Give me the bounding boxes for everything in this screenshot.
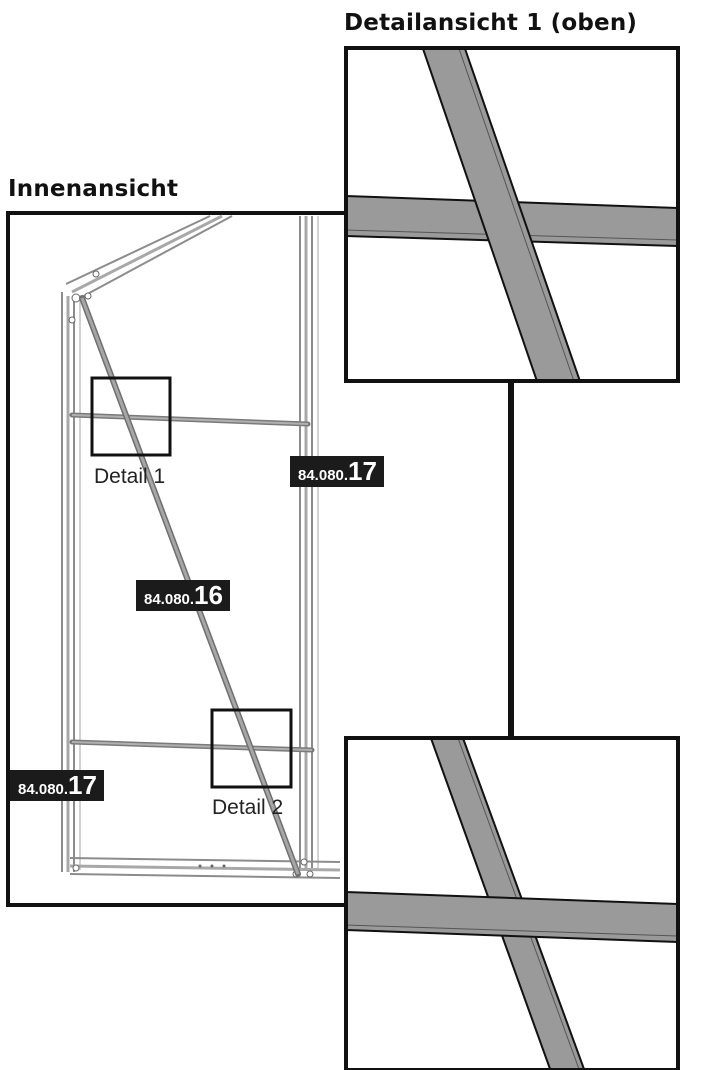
part-number-suffix: 16 [194,580,223,610]
part-number-suffix: 17 [348,456,377,486]
part-label-84-080-17-right: 84.080.17 [290,456,384,487]
part-number-prefix: 84.080. [298,467,349,484]
part-label-84-080-17-left: 84.080.17 [10,770,104,801]
detail-panel-1 [344,46,680,383]
part-label-84-080-16: 84.080.16 [136,580,230,611]
interior-view-title: Innenansicht [8,176,179,202]
part-number-prefix: 84.080. [144,591,195,608]
detail-view-1-title: Detailansicht 1 (oben) [344,10,638,36]
detail-1-caption: Detail 1 [94,465,166,488]
detail-2-caption: Detail 2 [212,796,284,819]
horizontal-rails [69,412,315,753]
detail-2-marker [210,708,293,789]
detail-panel-2 [344,736,680,1070]
part-number-prefix: 84.080. [18,781,69,798]
part-number-suffix: 17 [68,770,97,800]
detail-1-marker [90,376,172,457]
